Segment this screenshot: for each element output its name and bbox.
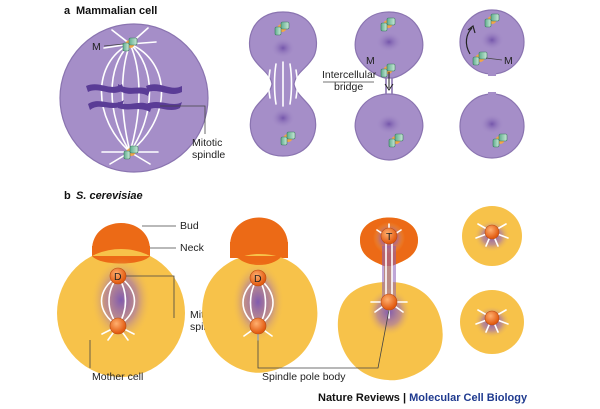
footer-subtitle: Molecular Cell Biology	[409, 392, 528, 404]
panel-a: a Mammalian cell	[59, 5, 525, 173]
label-bud: Bud	[180, 220, 199, 232]
label-spindle-pole-body: Spindle pole body	[262, 371, 346, 383]
label-mitotic-spindle-a-line1: Mitotic	[192, 137, 222, 149]
panel-b: b S. cerevisiae D Bud Neck Mitotic spind…	[57, 190, 524, 383]
mammalian-daughter-cells	[459, 9, 525, 159]
panel-a-letter: a	[64, 5, 71, 17]
label-m-3: M	[504, 55, 513, 67]
mammalian-abscission-cells	[354, 11, 424, 161]
label-m-1: M	[92, 41, 101, 53]
label-m-2: M	[366, 55, 375, 67]
panel-a-title: Mammalian cell	[76, 5, 157, 17]
footer-credit: Nature Reviews | Molecular Cell Biology	[318, 392, 528, 404]
footer-journal: Nature Reviews	[318, 392, 400, 404]
footer-separator: |	[400, 392, 409, 404]
yeast-cell-2: D	[202, 217, 318, 373]
panel-b-title: S. cerevisiae	[76, 190, 143, 202]
label-d-1: D	[114, 271, 122, 283]
label-mother-cell: Mother cell	[92, 371, 143, 383]
label-intercellular-line2: bridge	[334, 81, 363, 93]
mammalian-cytokinesis-cell	[248, 11, 318, 157]
panel-b-letter: b	[64, 190, 71, 202]
label-mitotic-spindle-a-line2: spindle	[192, 149, 225, 161]
mammalian-metaphase-cell	[59, 23, 209, 173]
yeast-cell-3: T	[337, 217, 443, 381]
label-d-2: D	[254, 273, 262, 285]
label-neck: Neck	[180, 242, 205, 254]
label-intercellular-line1: Intercellular	[322, 69, 377, 81]
yeast-daughter-cells	[460, 206, 524, 354]
label-t: T	[386, 231, 393, 243]
yeast-cell-1: D	[57, 223, 185, 377]
